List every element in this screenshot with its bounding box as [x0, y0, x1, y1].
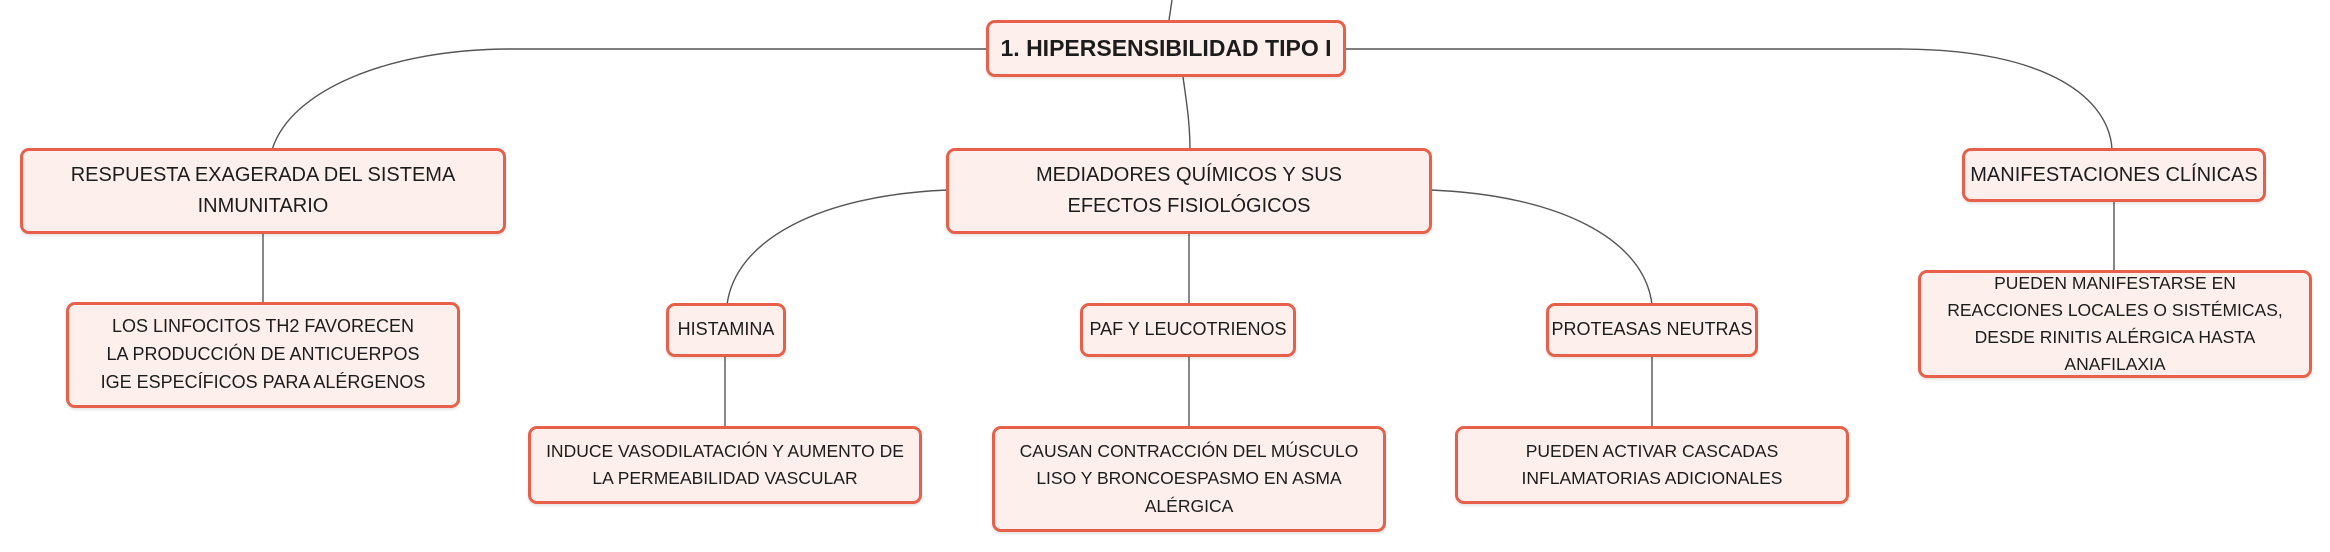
node-manifestaciones-detalle-label: PUEDEN MANIFESTARSE EN REACCIONES LOCALE… [1947, 272, 2283, 375]
connector-mediadores-histamina [726, 189, 949, 306]
node-proteasas-efecto-label: PUEDEN ACTIVAR CASCADAS INFLAMATORIAS AD… [1521, 440, 1783, 488]
node-respuesta-exagerada-label: RESPUESTA EXAGERADA DEL SISTEMA INMUNITA… [70, 164, 456, 217]
node-paf-leucotrienos-label: PAF Y LEUCOTRIENOS [1089, 319, 1287, 340]
node-histamina[interactable]: HISTAMINA [666, 303, 786, 357]
node-histamina-label: HISTAMINA [677, 319, 775, 340]
node-paf-efecto[interactable]: CAUSAN CONTRACCIÓN DEL MÚSCULO LISO Y BR… [992, 426, 1386, 532]
root-node-label: 1. HIPERSENSIBILIDAD TIPO I [1000, 34, 1332, 61]
connector-parent-root [1168, 0, 1173, 21]
connector-root-respuesta [271, 48, 988, 151]
connector-root-manifestaciones [1345, 48, 2113, 151]
node-respuesta-exagerada[interactable]: RESPUESTA EXAGERADA DEL SISTEMA INMUNITA… [20, 148, 506, 234]
node-proteasas-neutras[interactable]: PROTEASAS NEUTRAS [1546, 303, 1758, 357]
node-linfocitos-th2-label: LOS LINFOCITOS TH2 FAVORECEN LA PRODUCCI… [100, 316, 426, 392]
node-proteasas-efecto[interactable]: PUEDEN ACTIVAR CASCADAS INFLAMATORIAS AD… [1455, 426, 1849, 504]
root-node[interactable]: 1. HIPERSENSIBILIDAD TIPO I [986, 20, 1346, 77]
node-manifestaciones-clinicas[interactable]: MANIFESTACIONES CLÍNICAS [1962, 148, 2266, 202]
node-manifestaciones-clinicas-label: MANIFESTACIONES CLÍNICAS [1970, 163, 2258, 186]
node-proteasas-neutras-label: PROTEASAS NEUTRAS [1551, 319, 1753, 340]
node-mediadores-quimicos-label: MEDIADORES QUÍMICOS Y SUS EFECTOS FISIOL… [1036, 164, 1342, 217]
node-linfocitos-th2[interactable]: LOS LINFOCITOS TH2 FAVORECEN LA PRODUCCI… [66, 302, 460, 408]
connector-root-mediadores [1182, 76, 1191, 151]
node-mediadores-quimicos[interactable]: MEDIADORES QUÍMICOS Y SUS EFECTOS FISIOL… [946, 148, 1432, 234]
node-paf-efecto-label: CAUSAN CONTRACCIÓN DEL MÚSCULO LISO Y BR… [1019, 441, 1359, 516]
node-histamina-efecto[interactable]: INDUCE VASODILATACIÓN Y AUMENTO DE LA PE… [528, 426, 922, 504]
connector-mediadores-proteasas [1429, 189, 1653, 306]
node-paf-leucotrienos[interactable]: PAF Y LEUCOTRIENOS [1080, 303, 1296, 357]
node-histamina-efecto-label: INDUCE VASODILATACIÓN Y AUMENTO DE LA PE… [546, 440, 904, 488]
node-manifestaciones-detalle[interactable]: PUEDEN MANIFESTARSE EN REACCIONES LOCALE… [1918, 270, 2312, 378]
